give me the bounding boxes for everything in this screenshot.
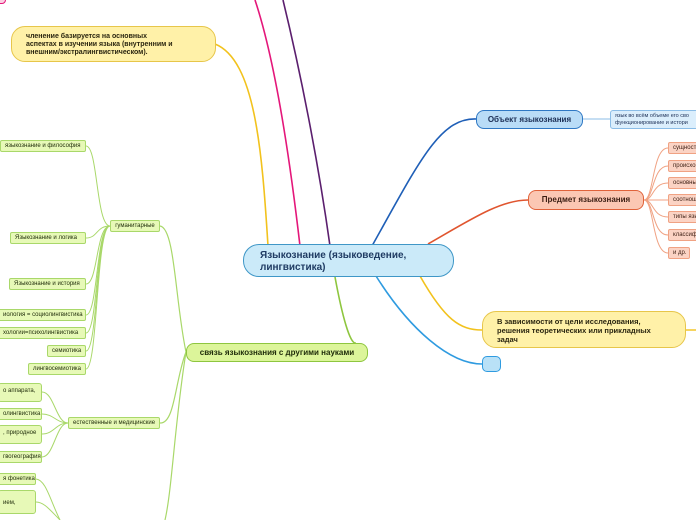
humanities-child[interactable]: хологии=психолингвистика xyxy=(0,327,86,339)
humanities-child[interactable]: Языкознание и история xyxy=(9,278,86,290)
central-topic-line2: лингвистика) xyxy=(260,262,326,273)
link-magenta-top xyxy=(254,0,301,247)
humanities-child[interactable]: лингвосемиотика xyxy=(28,363,86,375)
purpose-line2: решения теоретических или прикладных xyxy=(497,326,651,335)
lower-child[interactable]: я фонетика xyxy=(0,473,36,485)
subject-child[interactable]: основны xyxy=(668,177,696,189)
link-yellow-top xyxy=(214,43,269,247)
top-note-line3: внешним/экстралингвистическом). xyxy=(26,49,148,56)
lower-child[interactable]: ием, xyxy=(0,490,36,514)
humanities-child[interactable]: семиотика xyxy=(47,345,86,357)
link-green-connections xyxy=(334,276,357,344)
subject-node[interactable]: Предмет языкознания xyxy=(528,190,644,210)
top-note-line1: членение базируется на основных xyxy=(26,33,147,40)
subject-child[interactable]: происхо xyxy=(668,160,696,172)
subject-child[interactable]: типы язы xyxy=(668,211,696,223)
top-note-node[interactable]: членение базируется на основных аспектах… xyxy=(11,26,216,62)
object-node[interactable]: Объект языкознания xyxy=(476,110,583,129)
humanities-child[interactable]: Языкознание и логика xyxy=(10,232,86,244)
natural-child[interactable]: олингвистика xyxy=(0,408,42,420)
central-topic-line1: Языкознание (языковедение, xyxy=(260,250,407,261)
link-blue-object xyxy=(371,118,477,247)
natural-child[interactable]: гвогеография xyxy=(0,451,42,463)
purpose-line1: В зависимости от цели исследования, xyxy=(497,317,641,326)
link-purple-top xyxy=(282,0,331,247)
humanities-node[interactable]: гуманитарные xyxy=(110,220,160,232)
humanities-child[interactable]: иология = социолингвистика xyxy=(0,309,86,321)
top-note-line2: аспектах в изучении языка (внутренним и xyxy=(26,41,173,48)
object-detail-node[interactable]: язык во всём объеме его сво функциониров… xyxy=(610,110,696,129)
link-red-subject xyxy=(427,199,529,245)
subject-child[interactable]: классиф xyxy=(668,229,696,241)
natural-child[interactable]: о аппарата, xyxy=(0,383,42,402)
central-topic[interactable]: Языкознание (языковедение, лингвистика) xyxy=(243,244,454,277)
connections-node[interactable]: связь языкознания с другими науками xyxy=(186,343,368,362)
object-detail-line1: язык во всём объеме его сво xyxy=(615,113,689,119)
natural-child[interactable]: , природное xyxy=(0,425,42,444)
empty-topic-node[interactable] xyxy=(482,356,501,372)
object-detail-line2: функционирование и истори xyxy=(615,120,688,126)
link-sky-empty xyxy=(375,275,483,365)
humanities-child[interactable]: языкознание и философия xyxy=(0,140,86,152)
link-yellow-purpose xyxy=(419,275,483,331)
subject-child[interactable]: и др. xyxy=(668,247,690,259)
purpose-node[interactable]: В зависимости от цели исследования, реше… xyxy=(482,311,686,348)
subject-child[interactable]: соотнош xyxy=(668,194,696,206)
natural-node[interactable]: естественные и медицинские xyxy=(68,417,160,429)
purpose-line3: задач xyxy=(497,335,518,344)
subject-child[interactable]: сущност xyxy=(668,142,696,154)
